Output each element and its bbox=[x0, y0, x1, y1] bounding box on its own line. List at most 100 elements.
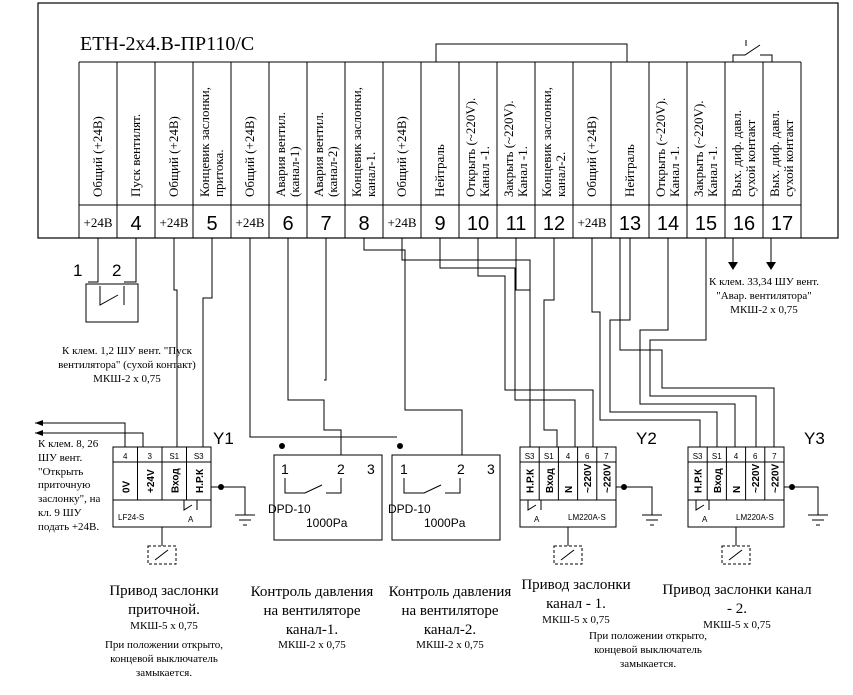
pin-number: 3 bbox=[148, 452, 153, 461]
terminal-number: 13 bbox=[619, 213, 641, 235]
terminal-number: 9 bbox=[434, 213, 445, 235]
terminal-label: Канал -1. bbox=[477, 146, 492, 197]
p1-tag: DPD-10 bbox=[268, 502, 311, 516]
terminal-label: Нейтраль bbox=[622, 144, 637, 197]
terminal-number: 5 bbox=[206, 213, 217, 235]
wire-y3-774 bbox=[619, 238, 775, 447]
wire-t4-y1 bbox=[202, 238, 213, 447]
terminal-number: 15 bbox=[695, 213, 717, 235]
caption-title: Контроль давления на вентиляторе канал-1… bbox=[250, 584, 374, 638]
terminal-label: Концевик заслонки, bbox=[539, 87, 554, 197]
terminal-label: сухой контакт bbox=[781, 119, 796, 197]
caption-cable: МКШ-5 х 0,75 bbox=[130, 619, 198, 632]
pin-function: ~220V bbox=[751, 463, 762, 493]
pin-number: 6 bbox=[585, 452, 590, 461]
p1-pin-1: 1 bbox=[281, 461, 289, 477]
terminal-label: Пуск вентилят. bbox=[128, 114, 143, 197]
wire-t10-y2 bbox=[439, 238, 576, 447]
jumper-9-13 bbox=[435, 43, 628, 62]
controller-box bbox=[37, 2, 839, 239]
terminal-label: Общий (+24В) bbox=[584, 116, 599, 197]
terminal-label: Концевик заслонки, bbox=[197, 87, 212, 197]
caption-cable: МКШ-2 х 0,75 bbox=[416, 639, 484, 652]
p2-pin-2: 2 bbox=[457, 461, 465, 477]
pin-function: Вход bbox=[170, 468, 181, 493]
terminal-label: Открыть (~220V). bbox=[463, 98, 478, 197]
p2-tag: DPD-10 bbox=[388, 502, 431, 516]
terminal-number: 10 bbox=[467, 213, 489, 235]
wires bbox=[35, 238, 775, 455]
caption-cable: МКШ-5 х 0,75 bbox=[542, 613, 610, 626]
pin-function: N bbox=[564, 486, 575, 493]
terminal-label: Закрыть (~220V). bbox=[501, 100, 516, 197]
start-contact-switch bbox=[99, 286, 125, 306]
motor-symbols bbox=[147, 527, 751, 565]
terminal-number: 16 bbox=[733, 213, 755, 235]
pin-function: Н.Р.К bbox=[526, 468, 537, 493]
pressure-switch-2 bbox=[391, 454, 501, 541]
pin-number: S1 bbox=[169, 452, 179, 461]
y1-sub: A bbox=[188, 515, 194, 524]
pin-function: N bbox=[732, 486, 743, 493]
terminal-label: (канал-1) bbox=[287, 146, 302, 197]
terminal-label: канал-2. bbox=[553, 152, 568, 197]
wire-t14-y3 bbox=[591, 238, 701, 447]
pin-number: 6 bbox=[753, 452, 758, 461]
pin-function: 0V bbox=[121, 480, 132, 493]
junction-dot bbox=[279, 443, 285, 449]
terminal-label: Общий (+24В) bbox=[242, 116, 257, 197]
pin-number: 4 bbox=[566, 452, 571, 461]
y3-sub: A bbox=[702, 515, 708, 524]
terminal-number: 6 bbox=[282, 213, 293, 235]
caption-pressure-2: Контроль давления на вентиляторе канал-2… bbox=[388, 583, 512, 653]
wire-t3-y1 bbox=[173, 238, 178, 447]
terminal-label: Нейтраль bbox=[432, 144, 447, 197]
p2-pin-1: 1 bbox=[400, 461, 408, 477]
pin-number: S1 bbox=[544, 452, 554, 461]
pin-number: 4 bbox=[123, 452, 128, 461]
terminal-label: притока. bbox=[211, 149, 226, 197]
y1-tag: Y1 bbox=[213, 429, 234, 448]
pressure-switch-1 bbox=[273, 454, 383, 541]
y2-sub: A bbox=[534, 515, 540, 524]
terminal-number: 4 bbox=[130, 213, 141, 235]
p2-range: 1000Pa bbox=[424, 516, 466, 530]
caption-pressure-1: Контроль давления на вентиляторе канал-1… bbox=[250, 583, 374, 653]
terminal-number: 7 bbox=[320, 213, 331, 235]
p1-pin-3: 3 bbox=[367, 461, 375, 477]
y2-model: LM220A-S bbox=[568, 513, 606, 522]
y3-tag: Y3 bbox=[804, 429, 825, 448]
caption-note: При положении открыто, концевой выключат… bbox=[104, 639, 224, 679]
terminal-number: 12 bbox=[543, 213, 565, 235]
wire-y1-side-2 bbox=[35, 432, 144, 447]
pin-number: S1 bbox=[712, 452, 722, 461]
terminal-label: Авария вентил. bbox=[311, 112, 326, 197]
terminal-label: Авария вентил. bbox=[273, 112, 288, 197]
wire-t6-p1 bbox=[287, 238, 342, 455]
y1-side-note: К клем. 8, 26 ШУ вент. "Открыть приточну… bbox=[38, 438, 101, 533]
caption-title: Привод заслонки канал - 2. bbox=[662, 582, 812, 617]
pin-number: S3 bbox=[693, 452, 703, 461]
y3-model: LM220A-S bbox=[736, 513, 774, 522]
wire-t5-common bbox=[249, 238, 397, 438]
start-contact-box bbox=[85, 283, 139, 323]
pin-function: Н.Р.К bbox=[195, 468, 206, 493]
pin-function: +24V bbox=[146, 469, 157, 493]
wire-t12-y2 bbox=[515, 238, 530, 291]
terminal-number: 14 bbox=[657, 213, 679, 235]
terminal-label: сухой контакт bbox=[743, 119, 758, 197]
terminal-number: +24В bbox=[387, 215, 416, 230]
start-contact-note: К клем. 1,2 ШУ вент. "Пуск вентилятора" … bbox=[58, 345, 196, 385]
pin-function: ~220V bbox=[583, 463, 594, 493]
terminal-label: Открыть (~220V). bbox=[653, 98, 668, 197]
caption-title: Контроль давления на вентиляторе канал-2… bbox=[388, 584, 512, 638]
terminal-label: Канал -1. bbox=[515, 146, 530, 197]
wire-t11-y2 bbox=[477, 238, 594, 447]
pin-function: Вход bbox=[713, 468, 724, 493]
terminal-number: +24В bbox=[159, 215, 188, 230]
start-contact-2: 2 bbox=[112, 261, 121, 280]
alarm-note: К клем. 33,34 ШУ вент. "Авар. вентилятор… bbox=[708, 276, 820, 316]
pin-function: Вход bbox=[545, 468, 556, 493]
